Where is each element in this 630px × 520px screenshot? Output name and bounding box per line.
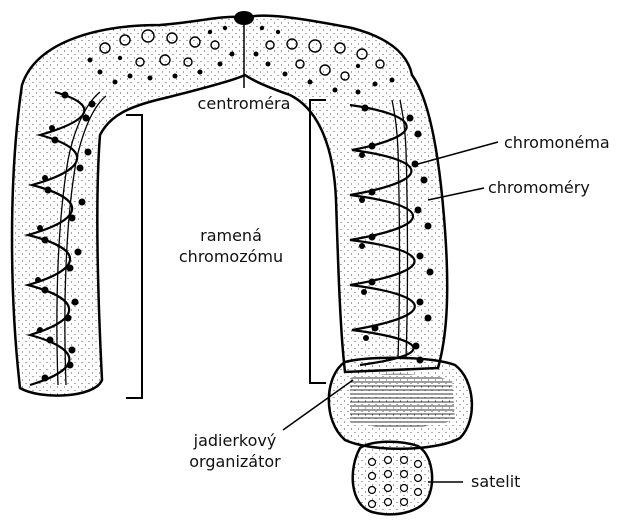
chromosome-arms-line2: chromozómu	[156, 246, 306, 267]
nucleolar-organizer-label: jadierkový organizátor	[180, 430, 290, 472]
nucleolar-organizer-fibers	[350, 374, 455, 428]
centromere-label: centroméra	[186, 93, 302, 114]
chromosome-arms-label: ramená chromozómu	[156, 225, 306, 267]
chromonema-label: chromonéma	[504, 132, 610, 153]
left-arm-bracket	[126, 115, 142, 398]
nucleolar-organizer-line1: jadierkový	[180, 430, 290, 451]
centromere-knob	[234, 11, 254, 25]
chromosome-body	[12, 16, 447, 396]
chromosome-arms-line1: ramená	[156, 225, 306, 246]
nucleolar-organizer-line2: organizátor	[180, 451, 290, 472]
right-arm-bracket	[310, 100, 326, 383]
chromomeres-label: chromoméry	[488, 177, 590, 198]
satellite-label: satelit	[471, 471, 520, 492]
